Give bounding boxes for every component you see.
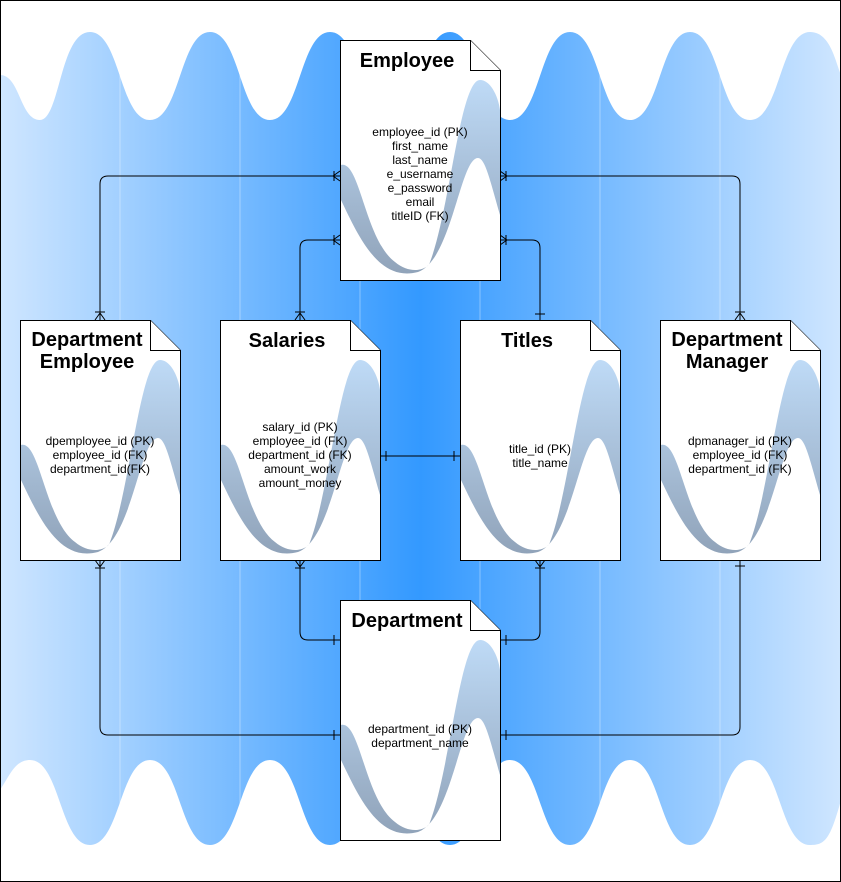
entity-employee[interactable]: Employee employee_id (PK) first_name las… (340, 40, 501, 281)
link-employee-titles (500, 239, 541, 320)
field-email: email (405, 195, 435, 209)
document-shape (460, 320, 621, 561)
field-amount-money: amount_money (258, 476, 342, 490)
field-list: salary_id (PK) employee_id (FK) departme… (220, 420, 380, 490)
link-department-dept-employee (99, 560, 340, 736)
entity-department-employee[interactable]: Department Employee dpemployee_id (PK) e… (20, 320, 181, 561)
link-department-salaries (299, 560, 340, 641)
field-department-id: department_id (PK) (367, 722, 473, 736)
entity-department-manager[interactable]: Department Manager dpmanager_id (PK) emp… (660, 320, 821, 561)
link-employee-salaries (299, 239, 340, 320)
field-list: department_id (PK) department_name (340, 722, 500, 750)
entity-department[interactable]: Department department_id (PK) department… (340, 600, 501, 841)
link-employee-dept-employee (99, 175, 340, 320)
entity-title-line: Department (31, 329, 143, 351)
field-title-id: titleID (FK) (391, 209, 449, 223)
field-list: dpemployee_id (PK) employee_id (FK) depa… (20, 434, 180, 476)
field-department-name: department_name (371, 736, 469, 750)
field-title-id: title_id (PK) (508, 442, 572, 456)
link-department-titles (500, 560, 541, 641)
entity-title: Department Manager (660, 329, 794, 373)
field-department-id: department_id (FK) (688, 462, 792, 476)
field-list: title_id (PK) title_name (460, 442, 620, 470)
field-dpemployee-id: dpemployee_id (PK) (45, 434, 155, 448)
field-employee-id: employee_id (PK) (372, 125, 468, 139)
entity-title-line: Department (671, 329, 783, 351)
field-list: dpmanager_id (PK) employee_id (FK) depar… (660, 434, 820, 476)
entity-title-line: Manager (685, 351, 769, 373)
entity-salaries[interactable]: Salaries salary_id (PK) employee_id (FK)… (220, 320, 381, 561)
document-shape (340, 600, 501, 841)
field-dpmanager-id: dpmanager_id (PK) (687, 434, 793, 448)
field-department-id: department_id (FK) (248, 448, 352, 462)
field-employee-id: employee_id (FK) (692, 448, 788, 462)
field-last-name: last_name (392, 153, 448, 167)
field-employee-id: employee_id (FK) (52, 448, 148, 462)
field-amount-work: amount_work (263, 462, 337, 476)
entity-title: Titles (501, 330, 553, 352)
field-first-name: first_name (391, 139, 449, 153)
field-department-id: department_id(FK) (49, 462, 151, 476)
wave-band (0, 32, 841, 845)
entity-titles[interactable]: Titles title_id (PK) title_name (460, 320, 621, 561)
link-employee-dept-manager (500, 175, 741, 320)
field-e-username: e_username (386, 167, 454, 181)
field-list: employee_id (PK) first_name last_name e_… (340, 125, 500, 223)
entity-title: Department Employee (20, 329, 154, 373)
entity-title: Department (351, 610, 463, 632)
field-employee-id: employee_id (FK) (252, 434, 348, 448)
field-title-name: title_name (512, 456, 568, 470)
entity-title: Salaries (248, 330, 326, 352)
link-department-dept-manager (500, 560, 741, 736)
field-salary-id: salary_id (PK) (262, 420, 338, 434)
entity-title: Employee (359, 50, 455, 72)
field-e-password: e_password (387, 181, 453, 195)
entity-title-line: Employee (39, 351, 135, 373)
